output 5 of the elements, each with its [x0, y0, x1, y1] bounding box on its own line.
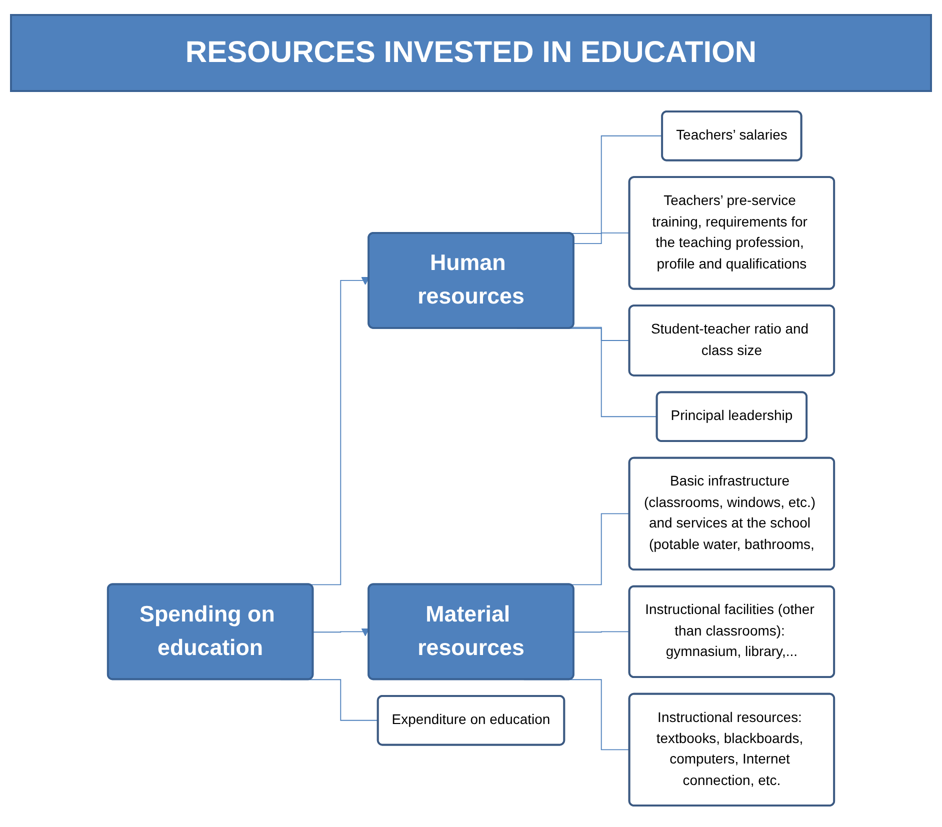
connector [573, 232, 630, 244]
connector [573, 631, 630, 633]
arrow [312, 628, 370, 636]
title-banner: RESOURCES INVESTED IN EDUCATION [10, 14, 932, 92]
connector [572, 326, 630, 342]
